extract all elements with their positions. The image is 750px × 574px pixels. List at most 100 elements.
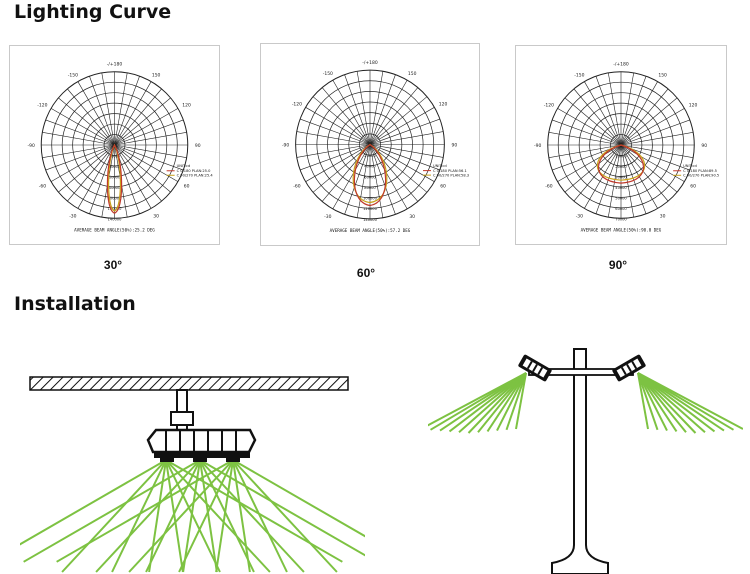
polar-angle-label: -120 xyxy=(292,101,302,107)
light-ray xyxy=(232,459,365,538)
ring-value-label: 30000 xyxy=(615,175,627,179)
fixture-lens-center xyxy=(193,458,207,462)
polar-spoke xyxy=(344,144,371,215)
polar-angle-label: -90 xyxy=(534,143,541,149)
polar-spoke xyxy=(564,144,622,193)
polar-angle-label: -30 xyxy=(69,213,76,219)
light-ray xyxy=(199,459,218,573)
polar-angle-label: -/+180 xyxy=(613,62,629,68)
light-ray xyxy=(232,459,338,573)
polar-angle-label: -60 xyxy=(293,184,300,190)
polar-spoke xyxy=(369,96,428,145)
legend-entry: C 0/180 PLAN:25.0 xyxy=(177,169,211,173)
beam-angle-label-30: 30° xyxy=(103,258,123,272)
polar-spoke xyxy=(584,81,622,146)
ceiling-mount-illustration xyxy=(20,376,365,573)
polar-angle-label: -150 xyxy=(574,73,584,79)
polar-spoke xyxy=(50,108,115,146)
polar-angle-label: -60 xyxy=(545,184,552,190)
polar-angle-label: -/+180 xyxy=(107,62,123,68)
polar-angle-label: 90 xyxy=(701,143,707,149)
light-ray xyxy=(199,459,305,573)
polar-spoke xyxy=(369,131,444,145)
light-ray xyxy=(232,459,288,573)
polar-spoke xyxy=(356,144,371,218)
polar-angle-label: -30 xyxy=(576,213,583,219)
fixture-lens-left xyxy=(160,458,174,462)
polar-spoke xyxy=(305,144,371,182)
ring-value-label: 50000 xyxy=(615,196,627,200)
ring-value-label: 10000 xyxy=(615,154,627,158)
polar-angle-label: 30 xyxy=(409,214,415,220)
polar-spoke xyxy=(77,144,115,209)
ring-value-label: 60000 xyxy=(109,175,121,179)
polar-spoke xyxy=(548,144,622,159)
pole-light-beams xyxy=(428,372,743,434)
ring-value-label: 40000 xyxy=(615,186,627,190)
polar-spoke xyxy=(296,131,371,145)
light-pole xyxy=(551,348,609,574)
polar-diagram-60: -/+180150120906030-30-60-90-120-15020000… xyxy=(282,60,469,233)
legend-entry: C 90/270 PLAN:58.3 xyxy=(433,173,469,177)
polar-spoke xyxy=(369,79,408,145)
light-ray xyxy=(505,372,527,431)
ring-value-label: 120000 xyxy=(363,207,377,211)
light-ray xyxy=(148,459,167,573)
polar-angle-label: 60 xyxy=(690,184,696,190)
light-ray xyxy=(128,459,234,573)
installation-heading: Installation xyxy=(14,293,136,315)
polar-angle-label: -90 xyxy=(282,143,289,149)
polar-ring xyxy=(40,71,189,219)
polar-spoke xyxy=(101,72,115,146)
light-ray xyxy=(458,372,527,433)
polar-angle-label: -/+180 xyxy=(362,60,378,66)
polar-ring xyxy=(547,71,695,219)
ring-value-label: 140000 xyxy=(108,217,122,221)
ring-value-label: 20000 xyxy=(615,165,627,169)
polar-spoke xyxy=(620,97,678,146)
polar-spoke xyxy=(58,144,115,193)
light-ray xyxy=(637,372,659,431)
polar-spoke xyxy=(369,144,440,171)
polar-angle-label: 150 xyxy=(152,73,161,79)
polar-spoke xyxy=(300,118,371,145)
polar-angle-label: 150 xyxy=(658,73,667,79)
polar-spoke xyxy=(312,144,371,193)
light-ray xyxy=(23,459,201,563)
polar-spoke xyxy=(369,87,419,145)
polar-spoke xyxy=(557,144,622,182)
polar-spoke xyxy=(300,144,371,171)
right-floodlight xyxy=(612,354,646,382)
light-ray xyxy=(178,459,234,573)
ring-value-label: 60000 xyxy=(615,207,627,211)
light-ray xyxy=(182,459,201,573)
polar-angle-label: 120 xyxy=(182,102,191,108)
polar-angle-label: 60 xyxy=(440,184,446,190)
ring-value-label: 70000 xyxy=(615,217,627,221)
polar-spoke xyxy=(67,144,115,202)
polar-spoke xyxy=(321,87,371,145)
polar-spoke xyxy=(114,81,152,146)
lighting-curve-heading: Lighting Curve xyxy=(14,1,172,23)
polar-spoke xyxy=(89,76,115,146)
polar-angle-label: -90 xyxy=(28,143,35,149)
polar-spoke xyxy=(607,72,622,146)
light-ray xyxy=(477,372,527,433)
light-ray xyxy=(637,372,687,433)
light-ray xyxy=(199,459,365,557)
ring-value-label: 140000 xyxy=(363,218,377,222)
polar-spoke xyxy=(620,144,635,218)
average-beam-angle: AVERAGE BEAM ANGLE(50%):25.2 DEG xyxy=(74,227,155,232)
polar-angle-label: 60 xyxy=(184,184,190,190)
polar-spoke xyxy=(620,144,647,214)
light-ray xyxy=(637,372,743,430)
pole-mount-illustration xyxy=(428,348,743,574)
polar-spoke xyxy=(369,144,444,158)
polar-spoke xyxy=(42,144,115,159)
polar-spoke xyxy=(332,79,371,145)
polar-angle-label: -120 xyxy=(37,102,47,108)
polar-spoke xyxy=(369,144,384,218)
